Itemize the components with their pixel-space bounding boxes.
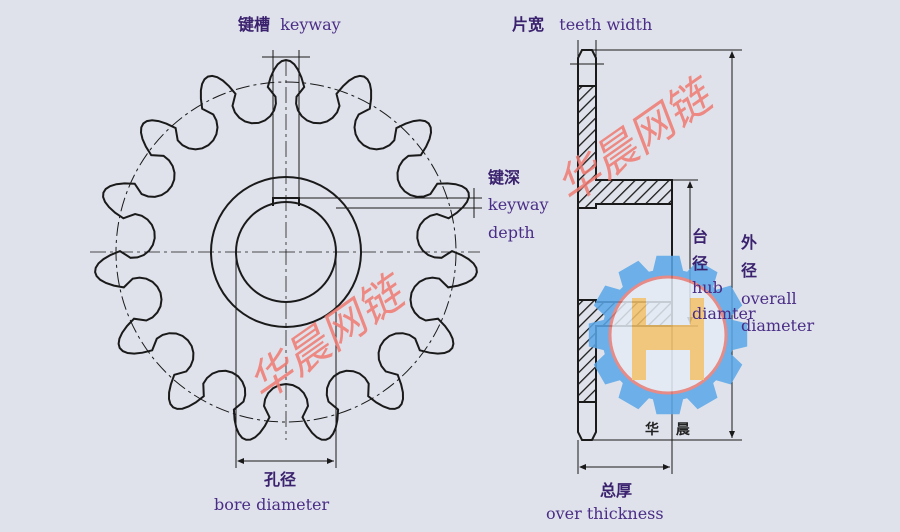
keyway-label-cn: 键槽 [238,15,271,34]
teeth-width-label-en: teeth width [559,15,653,34]
keyway-label-en: keyway [280,15,341,34]
teeth-width-label-cn: 片宽 [512,15,545,34]
watermark-text-lower: 华晨网链 [239,265,417,411]
tooth-tip-top [577,49,597,86]
keyway-depth-label-en2: depth [488,223,535,242]
logo-caption: 华 晨 [645,422,696,438]
tooth-tip-bottom [577,402,597,441]
overall-label-cn1: 外 [741,233,758,252]
sprocket-front-view [90,50,482,468]
bore-label-cn: 孔径 [264,470,297,489]
keyway-depth-label-en1: keyway [488,195,549,214]
overall-label-cn2: 径 [741,261,758,280]
overall-label-en1: overall [741,289,797,308]
bore-label-en: bore diameter [214,495,330,514]
keyway-depth-label-cn: 键深 [488,168,521,187]
overall-label-en2: diameter [741,316,815,335]
logo-h-mark-icon [632,298,704,380]
keyway-label: 键槽 keyway [238,17,341,33]
hub-label-en2: diamter [692,304,756,323]
thickness-label-en: over thickness [546,504,664,523]
thickness-label-cn: 总厚 [600,481,633,500]
hub-label-cn1: 台 [692,227,709,246]
sprocket-tooth-profile [94,58,478,441]
hub-label-cn2: 径 [692,254,709,273]
teeth-width-label: 片宽 teeth width [512,17,652,33]
brand-logo [588,255,748,415]
hub-label-en1: hub [692,278,723,297]
